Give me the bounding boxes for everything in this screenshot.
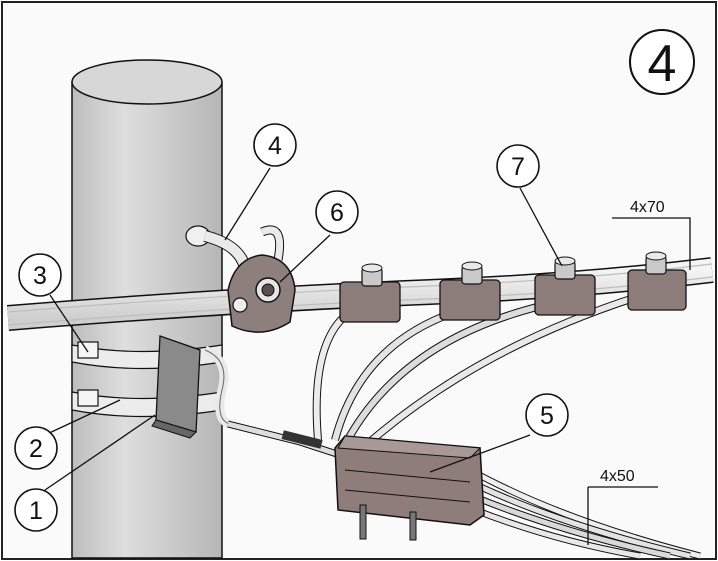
suspension-clamp <box>227 254 296 333</box>
leader-lines <box>44 167 691 545</box>
connector-4 <box>627 251 687 311</box>
svg-text:7: 7 <box>511 153 525 181</box>
svg-text:1: 1 <box>29 497 43 525</box>
svg-text:4: 4 <box>268 132 282 160</box>
band-buckle-top <box>77 341 99 359</box>
svg-text:3: 3 <box>33 262 47 290</box>
connector-2 <box>439 261 501 321</box>
tensioner <box>281 430 323 449</box>
figure-number: 4 <box>629 29 695 95</box>
outgoing-cables <box>468 466 701 560</box>
svg-text:2: 2 <box>29 435 43 463</box>
band-buckle-bottom <box>77 389 99 407</box>
junction-bolt-left <box>359 504 367 540</box>
svg-text:5: 5 <box>540 402 554 430</box>
svg-text:4: 4 <box>648 35 677 93</box>
suspension-hook <box>185 225 285 270</box>
callout-7: 7 <box>496 144 540 188</box>
callout-4: 4 <box>253 123 297 167</box>
callout-3: 3 <box>18 253 62 297</box>
connector-3 <box>534 256 596 316</box>
callout-5: 5 <box>525 393 569 437</box>
pole-bracket <box>151 335 201 439</box>
branch-cable-label: 4x50 <box>600 468 635 485</box>
junction-box <box>334 435 485 541</box>
main-cable-bundle <box>6 257 714 331</box>
branch-cables <box>312 292 642 458</box>
connector-1 <box>339 263 401 323</box>
svg-text:6: 6 <box>330 199 344 227</box>
callout-2: 2 <box>14 426 58 470</box>
callout-1: 1 <box>14 488 58 532</box>
main-cable-label: 4x70 <box>630 199 665 216</box>
junction-bolt-right <box>409 511 417 541</box>
callout-6: 6 <box>315 190 359 234</box>
